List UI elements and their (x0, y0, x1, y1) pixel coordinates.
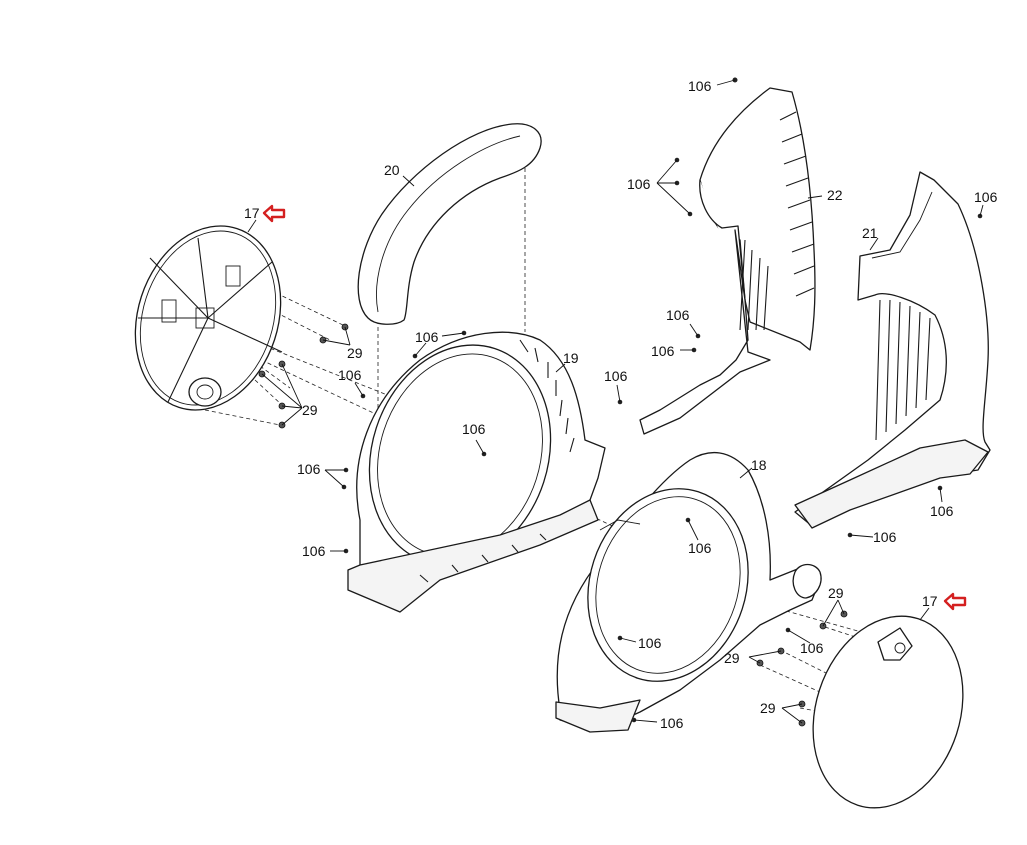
callout-labels: 17 17 18 19 20 21 22 29 29 29 29 29 106 … (244, 78, 998, 731)
callout-106-q: 106 (873, 529, 897, 545)
callout-106-i: 106 (297, 461, 321, 477)
red-arrow-marker-left (262, 204, 286, 223)
part-21-right-shield (794, 171, 991, 529)
callout-106-j: 106 (302, 543, 326, 559)
callout-20: 20 (384, 162, 400, 178)
callout-106-h: 106 (462, 421, 486, 437)
part-17-right-disc (812, 615, 964, 809)
callout-106-g: 106 (338, 367, 362, 383)
part-19-left-shield (347, 331, 606, 613)
callout-29-b: 29 (302, 402, 318, 418)
part-20-top-cap (357, 123, 542, 325)
part-22-rear-shield (639, 87, 816, 435)
callout-29-e: 29 (760, 700, 776, 716)
callout-106-p: 106 (930, 503, 954, 519)
callout-106-f: 106 (415, 329, 439, 345)
callout-21: 21 (862, 225, 878, 241)
part-18-right-shield (555, 451, 822, 733)
callout-106-e: 106 (604, 368, 628, 384)
callout-18: 18 (751, 457, 767, 473)
callout-106-l: 106 (638, 635, 662, 651)
callout-29-c: 29 (828, 585, 844, 601)
callout-106-b: 106 (627, 176, 651, 192)
callout-29-a: 29 (347, 345, 363, 361)
callout-17-left: 17 (244, 205, 260, 221)
callout-106-c: 106 (666, 307, 690, 323)
callout-106-k: 106 (688, 540, 712, 556)
callout-22: 22 (827, 187, 843, 203)
callout-106-n: 106 (660, 715, 684, 731)
leader-lines (247, 79, 984, 724)
callout-106-a: 106 (688, 78, 712, 94)
callout-106-o: 106 (974, 189, 998, 205)
callout-19: 19 (563, 350, 579, 366)
part-17-left-disc (134, 225, 283, 411)
callout-29-d: 29 (724, 650, 740, 666)
callout-17-right: 17 (922, 593, 938, 609)
callout-106-m: 106 (800, 640, 824, 656)
red-arrow-marker-right (943, 592, 967, 611)
callout-106-d: 106 (651, 343, 675, 359)
